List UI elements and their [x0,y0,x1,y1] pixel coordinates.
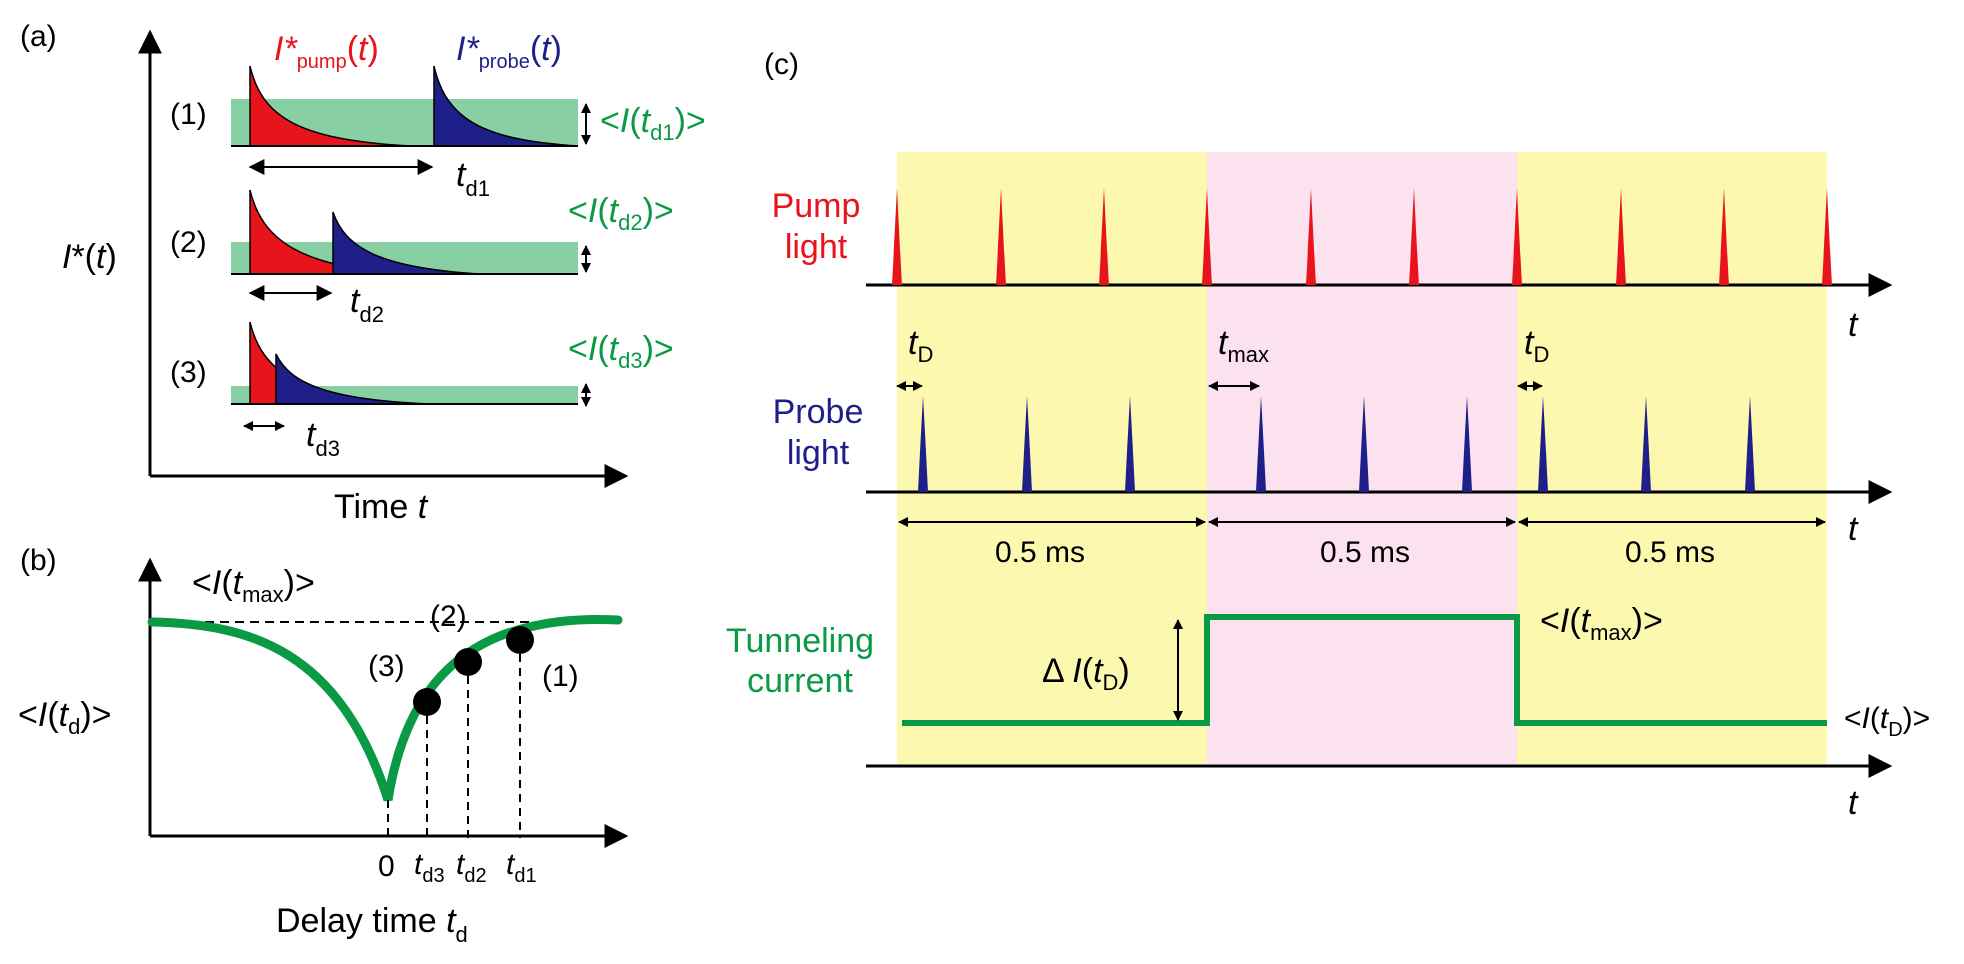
pump-pulses [892,188,1832,285]
probe-pulse [1745,396,1755,492]
pump-label-line1: Pump [772,187,861,225]
pump-pulse [1306,188,1316,285]
row-2-delay-label: td2 [350,282,384,327]
row-1-pump-pulse [249,65,411,147]
period-label-2: 0.5 ms [1320,536,1410,569]
tmax-label: tmax [1218,324,1269,367]
row-3: (3) td3 <I(td3)> [170,321,674,461]
pump-pulse [1409,188,1419,285]
pump-axis-t: t [1848,306,1859,344]
panel-a-y-label: I*(t) [62,238,117,276]
row-1-avg-label: <I(td1)> [600,102,706,145]
panel-a-x-label: Time t [334,488,429,526]
row-2: (2) td2 <I(td2)> [170,189,674,327]
probe-legend: I*probe(t) [456,30,562,73]
tick-td3-label: td3 [414,848,445,887]
current-label-line2: current [747,662,853,700]
row-2-avg-label: <I(td2)> [568,192,674,235]
probe-pulse [1359,396,1369,492]
panel-c-label: (c) [764,48,799,81]
delta-label: Δ I(tD) [1042,652,1130,695]
pump-pulse [1822,188,1832,285]
pump-legend: I*pump(t) [274,30,379,73]
yellow-region-1 [897,152,1207,764]
row-3-delay-label: td3 [306,416,340,461]
probe-pulse [1022,396,1032,492]
yellow-region-2 [1517,152,1827,764]
row-3-probe-pulse [275,353,431,405]
point-3-label: (3) [368,650,405,683]
pump-pulse [1512,188,1522,285]
period-label-1: 0.5 ms [995,536,1085,569]
pump-label-line2: light [785,228,848,266]
pump-pulse [996,188,1006,285]
pump-pulse [1719,188,1729,285]
row-1: (1) td1 <I(td1)> [170,65,706,201]
point-1 [506,626,534,654]
panel-b: (b) <I(td)> Delay time td <I(tmax)> (3) … [18,544,629,947]
tD-label-1: tD [908,324,933,367]
point-3 [413,688,441,716]
row-2-probe-pulse [332,211,481,275]
panel-b-label: (b) [20,544,57,577]
pump-pulse [1202,188,1212,285]
point-2-label: (2) [430,600,467,633]
row-1-index: (1) [170,98,207,131]
panel-a-label: (a) [20,20,57,53]
row-1-probe-pulse [433,65,579,147]
probe-axis-t: t [1848,510,1859,548]
probe-pulse [1538,396,1548,492]
current-low-label: <I(tD)> [1844,702,1930,741]
pump-pulse [1616,188,1626,285]
probe-pulse [1462,396,1472,492]
row-3-avg-label: <I(td3)> [568,330,674,373]
probe-pulse [1256,396,1266,492]
current-label-line1: Tunneling [726,622,874,660]
current-trace [902,614,1827,726]
probe-pulses [918,396,1755,492]
tD-label-2: tD [1524,324,1549,367]
tick-0-label: 0 [378,850,395,883]
tick-td2-label: td2 [456,848,487,887]
probe-label-line1: Probe [773,393,864,431]
panel-c: (c) Pump light Probe light Tunneling cur… [726,48,1930,822]
panel-b-y-label: <I(td)> [18,696,112,739]
point-1-label: (1) [542,660,579,693]
probe-pulse [1641,396,1651,492]
panel-b-x-label: Delay time td [276,902,468,947]
probe-pulse [918,396,928,492]
period-label-3: 0.5 ms [1625,536,1715,569]
point-2 [454,648,482,676]
pump-pulse [1099,188,1109,285]
panel-a: (a) I*(t) Time t I*pump(t) I*probe(t) (1… [20,20,706,526]
panel-b-curve [147,615,623,802]
current-axis-t: t [1848,784,1859,822]
row-3-index: (3) [170,356,207,389]
probe-label-line2: light [787,434,850,472]
row-2-index: (2) [170,226,207,259]
pump-pulse [892,188,902,285]
tick-td1-label: td1 [506,848,537,887]
probe-pulse [1125,396,1135,492]
row-1-delay-label: td1 [456,156,490,201]
panel-b-max-label: <I(tmax)> [192,564,315,607]
